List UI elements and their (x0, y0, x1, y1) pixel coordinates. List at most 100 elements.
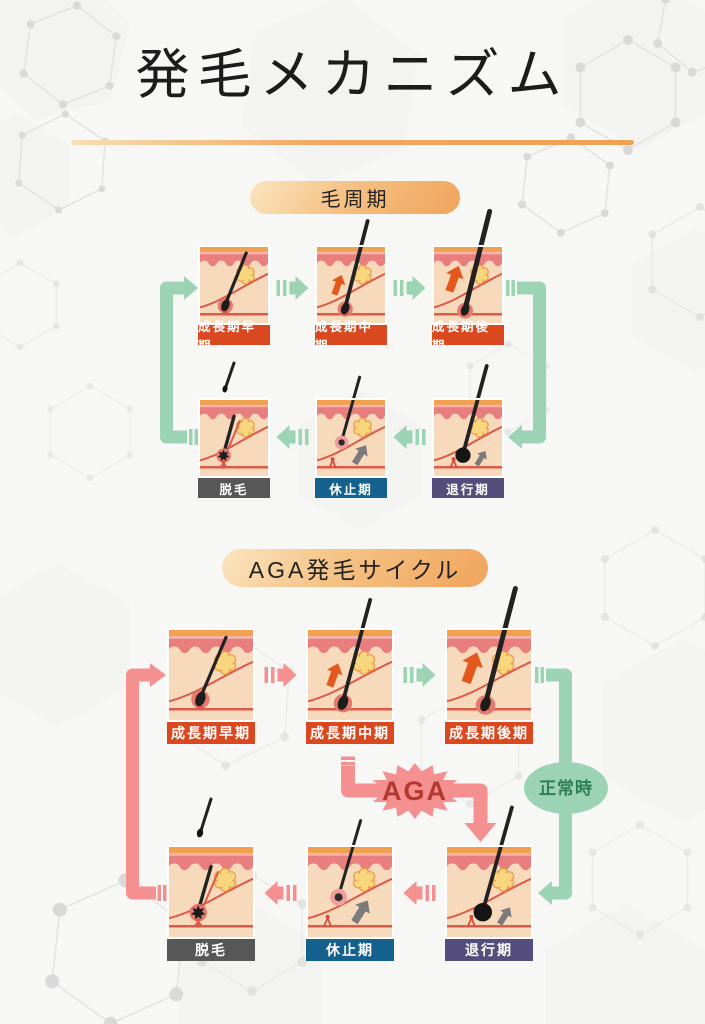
direction-arrow-icon (351, 900, 370, 925)
sebaceous-gland-icon (214, 867, 237, 892)
molecule-node (52, 280, 60, 288)
molecule-node (683, 903, 692, 912)
shed-bulb (190, 905, 206, 920)
stage-label-early-growth: 成長期早期 (198, 320, 270, 353)
molecule-node (46, 405, 54, 413)
hair-bulb (480, 696, 491, 712)
molecule-node (623, 145, 633, 155)
molecule-node (18, 131, 26, 139)
molecule-node (696, 313, 704, 321)
shed-bulb (217, 449, 230, 462)
empty-follicle-channel (201, 870, 220, 910)
hair-bulb (337, 695, 349, 710)
sebaceous-gland-icon (214, 650, 237, 675)
dermis-band (447, 855, 531, 871)
follicle-illustration-late-growth (445, 586, 533, 722)
panel-early-growth: 成長期早期 (167, 578, 255, 744)
molecule-node (417, 716, 426, 724)
hexagon-outline (49, 385, 131, 479)
follicle-illustration-mid-growth (306, 597, 394, 722)
dermal-papilla (193, 917, 204, 928)
dermis-band (169, 638, 253, 654)
soft-hexagon-shape (0, 563, 129, 727)
molecule-node (220, 761, 230, 771)
molecule-node (600, 209, 609, 218)
molecule-node (52, 902, 67, 917)
molecule-node (98, 185, 106, 193)
stage-label-resting: 休止期 (315, 478, 387, 498)
direction-arrow-icon (474, 450, 487, 467)
dermis-band (200, 407, 268, 420)
dermis-band (317, 254, 385, 267)
molecule-node (59, 100, 67, 109)
panel-regression: 退行期 (445, 795, 533, 961)
capillary-line (446, 660, 532, 703)
papilla-sprout (449, 457, 458, 469)
sebaceous-gland-icon (492, 867, 515, 892)
soft-hexagon-shape (0, 113, 69, 237)
hair-shaft (223, 251, 248, 306)
molecule-node (600, 613, 609, 621)
molecule-node (112, 32, 121, 41)
molecule-node (687, 67, 697, 77)
hair-shaft (341, 597, 373, 704)
molecule-node (623, 35, 633, 45)
stage-label-resting: 休止期 (306, 939, 394, 961)
molecule-node (247, 986, 257, 996)
empty-follicle-channel (225, 420, 242, 453)
molecule-node (651, 642, 659, 650)
panel-resting: 休止期 (306, 795, 394, 961)
molecule-node (280, 732, 290, 742)
capillary-line (199, 425, 269, 462)
hair-shaft (483, 586, 518, 706)
molecule-node (504, 340, 512, 348)
molecule-node (670, 62, 681, 73)
dermis-band (434, 407, 502, 420)
hexagon-outline (604, 529, 705, 647)
soft-hexagon-shape (563, 0, 705, 150)
molecule-node (16, 343, 24, 351)
molecule-node (557, 228, 565, 237)
follicle-illustration-shedding (198, 361, 270, 478)
follicle-illustration-late-growth (432, 208, 504, 325)
soft-hexagon-shape (545, 903, 705, 1024)
stage-label-shedding: 脱毛 (167, 939, 255, 961)
normal-badge-label: 正常時 (539, 778, 593, 798)
detached-hair (222, 361, 236, 393)
capillary-line (168, 877, 254, 920)
molecule-node (653, 38, 663, 48)
panel-early-growth: 成長期早期 (198, 207, 270, 353)
molecule-node (86, 382, 94, 390)
capillary-line (316, 425, 386, 462)
molecule-node (542, 406, 550, 414)
direction-arrow-icon (497, 907, 512, 926)
club-hair-bulb (455, 447, 471, 463)
stage-label-late-growth: 成長期後期 (432, 320, 504, 353)
dermis-band (308, 855, 392, 871)
dermis-band (447, 638, 531, 654)
hair-shaft (337, 819, 363, 898)
molecule-node (523, 152, 532, 161)
molecule-node (52, 322, 60, 330)
sebaceous-gland-icon (353, 417, 372, 438)
molecule-node (575, 117, 586, 128)
normal-path-badge: 正常時 (524, 762, 608, 814)
follicle-illustration-regression (445, 805, 533, 939)
soft-hexagon-shape (602, 638, 705, 822)
molecule-node (514, 772, 523, 780)
title-divider (71, 140, 634, 145)
molecule-node (542, 362, 550, 370)
molecule-node (670, 117, 681, 128)
stage-label-late-growth: 成長期後期 (445, 722, 533, 744)
molecule-node (466, 362, 474, 370)
molecule-node (504, 428, 512, 436)
direction-arrow-icon (331, 275, 346, 296)
molecule-node (73, 1, 81, 10)
aga-starburst-badge: AGA (369, 763, 461, 819)
soft-hexagon-shape (632, 228, 705, 372)
molecule-node (55, 206, 63, 214)
molecule-node (588, 903, 597, 912)
panel-late-growth: 成長期後期 (432, 207, 504, 353)
stage-label-early-growth: 成長期早期 (167, 722, 255, 744)
